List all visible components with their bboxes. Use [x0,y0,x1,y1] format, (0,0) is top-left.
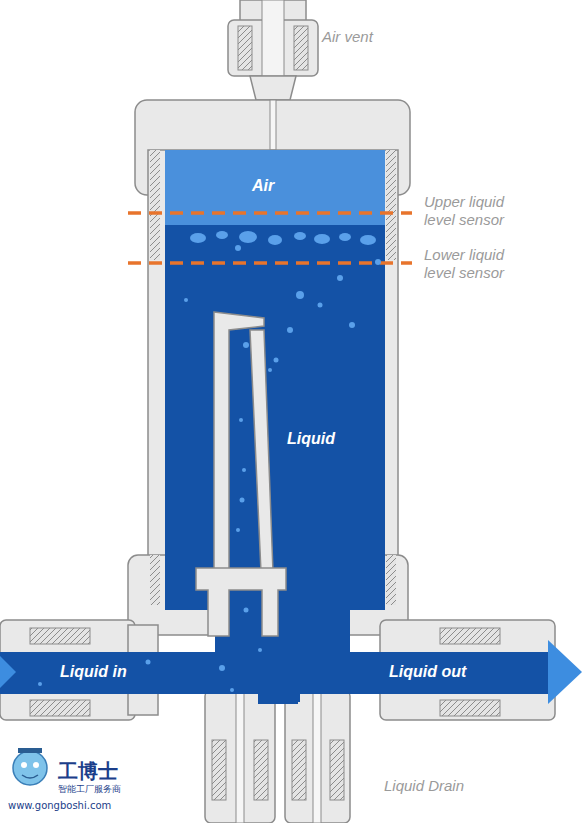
dip-tube-wall [214,312,264,572]
watermark: www.gongboshi.com [8,800,148,812]
thread [30,700,90,716]
thread [150,555,160,605]
upper-sensor-line [128,211,412,215]
thread [150,150,160,260]
cylinder-wall [148,150,398,610]
node-text: Liquid [287,430,335,448]
vent-thread [238,26,252,70]
thread [440,628,500,644]
drain-bore [313,690,321,823]
tube-flange [196,568,286,636]
vent-thread [294,26,308,70]
node-text: Air [252,177,274,195]
thread [440,700,500,716]
vent-stem [262,0,284,76]
air-region: Air [165,150,385,225]
drain-bore [236,690,244,823]
drain-fitting [205,690,275,823]
part-label: Liquid Drain [384,777,514,795]
lower-sensor-line [128,261,412,265]
sensor-label: Upper liquid level sensor [424,193,526,229]
thread [292,740,306,800]
bubbles [38,231,381,692]
inlet-arrowhead [0,656,16,688]
outlet-flow: Liquid out [350,652,550,694]
node-text: Liquid in [60,663,127,681]
watermark: 工博士 [58,759,148,783]
flow-channel [0,600,555,702]
liquid-region: Liquid [165,225,385,600]
drain-channel [258,690,298,704]
watermark-logo [13,748,47,785]
inlet-flow: Liquid in [0,652,300,694]
thread [330,740,344,800]
thread [212,740,226,800]
thread [386,150,396,260]
sensor-label: Lower liquid level sensor [424,246,526,282]
thread [386,555,396,605]
node-text: Liquid out [389,663,466,681]
thread [30,628,90,644]
part-label: Air vent [322,28,442,46]
thread [254,740,268,800]
vent-bore [270,100,276,150]
dip-tube-wall [250,330,273,572]
outlet-arrowhead [548,640,582,704]
chamber [165,150,385,610]
watermark: 智能工厂服务商 [58,784,168,795]
vent-neck [250,76,296,100]
drain-fitting [285,690,350,823]
